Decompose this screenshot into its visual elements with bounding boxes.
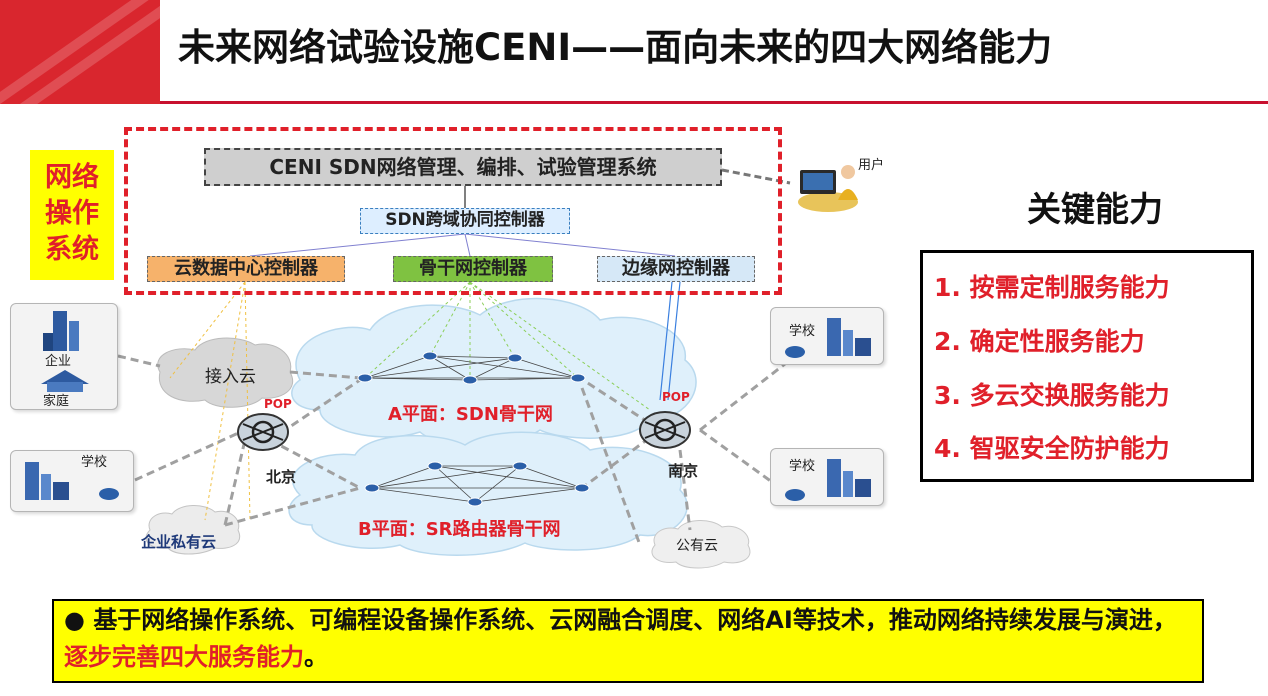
plane-b-cloud xyxy=(288,431,688,556)
user-workstation-icon xyxy=(798,165,858,212)
summary-bullet: ● xyxy=(64,606,85,634)
pop-beijing-label: POP xyxy=(264,397,292,411)
user-node: 用户 xyxy=(790,150,884,220)
plane-a-label: A平面：SDN骨干网 xyxy=(388,404,553,425)
summary-box xyxy=(52,599,1204,683)
access-cloud-label: 接入云 xyxy=(205,367,256,387)
cloud-dc-controller-box: 云数据中心控制器 xyxy=(147,256,345,282)
backbone-controller-box: 骨干网控制器 xyxy=(393,256,553,282)
school-left-label: 学校 xyxy=(81,455,108,470)
public-cloud-label: 公有云 xyxy=(676,538,718,554)
key-capabilities-title: 关键能力 xyxy=(1027,190,1163,230)
network-diagram: 接入云 POP POP 北京 南京 A平面：SDN骨干网 B平面：SR路由器骨干… xyxy=(117,168,791,569)
slide-header: 未来网络试验设施CENI——面向未来的四大网络能力 xyxy=(0,0,1268,104)
network-os-boundary xyxy=(124,127,782,295)
summary-text: ● 基于网络操作系统、可编程设备操作系统、云网融合调度、网络AI等技术，推动网络… xyxy=(64,602,1194,680)
capability-item-2: 2. 确定性服务能力 xyxy=(934,327,1145,356)
school-right-top-label: 学校 xyxy=(789,324,816,339)
school-box-right-top: 学校 xyxy=(770,307,884,365)
school-box-right-bottom: 学校 xyxy=(770,448,884,506)
edge-control-links xyxy=(659,281,681,401)
school-right-bottom-label: 学校 xyxy=(789,459,816,474)
home-label: 家庭 xyxy=(43,394,70,409)
building-icon xyxy=(43,311,79,351)
router-icon xyxy=(237,413,289,451)
cross-domain-controller-box: SDN跨域协同控制器 xyxy=(360,208,570,234)
user-label: 用户 xyxy=(858,158,885,173)
router-icon xyxy=(639,411,691,449)
private-cloud-label: 企业私有云 xyxy=(140,533,216,551)
home-icon xyxy=(41,370,89,392)
enterprise-label: 企业 xyxy=(45,354,72,369)
school-building-icon xyxy=(785,318,871,358)
capabilities-box xyxy=(920,250,1254,482)
enterprise-home-box: 企业 家庭 xyxy=(10,303,118,410)
plane-b-mesh xyxy=(371,465,583,503)
plane-a-nodes xyxy=(357,351,586,385)
capability-item-4: 4. 智驱安全防护能力 xyxy=(934,434,1170,463)
plane-b-nodes xyxy=(364,461,590,507)
plane-a-cloud xyxy=(291,297,697,446)
slide-title: 未来网络试验设施CENI——面向未来的四大网络能力 xyxy=(178,26,1053,69)
management-system-box: CENI SDN网络管理、编排、试验管理系统 xyxy=(204,148,722,186)
network-os-label: 网络 操作 系统 xyxy=(30,150,114,280)
public-cloud-shape xyxy=(651,520,751,569)
summary-highlight-text: 逐步完善四大服务能力 xyxy=(64,643,304,671)
beijing-label: 北京 xyxy=(266,468,296,486)
school-building-icon xyxy=(785,459,871,501)
nanjing-label: 南京 xyxy=(668,462,698,480)
school-building-icon xyxy=(25,462,119,500)
school-box-left: 学校 xyxy=(10,450,134,512)
capability-item-3: 3. 多云交换服务能力 xyxy=(934,381,1170,410)
summary-end-text: 。 xyxy=(304,643,328,671)
cloud-dc-control-links xyxy=(169,281,251,521)
header-divider xyxy=(160,101,1268,104)
edge-controller-box: 边缘网控制器 xyxy=(597,256,755,282)
summary-main-text: 基于网络操作系统、可编程设备操作系统、云网融合调度、网络AI等技术，推动网络持续… xyxy=(93,606,1177,634)
pop-nanjing-label: POP xyxy=(662,390,690,404)
private-cloud-shape xyxy=(145,505,241,555)
plane-b-label: B平面：SR路由器骨干网 xyxy=(358,518,561,540)
capability-item-1: 1. 按需定制服务能力 xyxy=(934,273,1170,302)
header-red-banner xyxy=(0,0,160,104)
